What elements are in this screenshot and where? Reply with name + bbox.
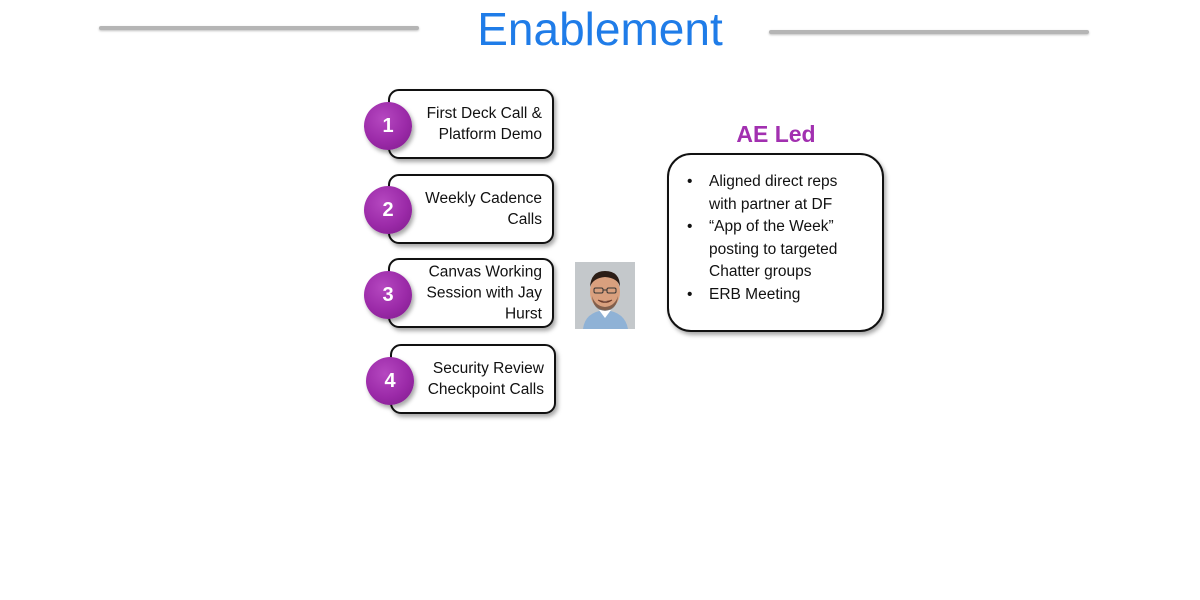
ae-led-item-text-1: Aligned direct reps with partner at DF [709,173,838,213]
page-title: Enablement [477,3,723,55]
ae-led-item-3: • ERB Meeting [683,284,873,307]
step-label-4: Security Review Checkpoint Calls [427,360,544,398]
step-label-2: Weekly Cadence Calls [425,190,542,228]
person-photo [575,262,635,329]
step-box-4: Security Review Checkpoint Calls [390,344,556,414]
ae-led-heading: AE Led [736,121,816,147]
bullet-icon: • [687,218,693,235]
title-rule-left [99,26,419,30]
title-rule-right [769,30,1089,34]
ae-led-item-2: • “App of the Week” posting to targeted C… [683,216,873,284]
ae-led-item-text-3: ERB Meeting [709,285,801,303]
step-box-1: First Deck Call & Platform Demo [388,89,554,159]
step-number-4: 4 [366,357,414,405]
step-number-2: 2 [364,186,412,234]
bullet-icon: • [687,285,693,303]
person-icon [575,262,635,329]
step-box-3: Canvas Working Session with Jay Hurst [388,258,554,328]
step-label-3: Canvas Working Session with Jay Hurst [426,263,542,323]
ae-led-item-1: • Aligned direct reps with partner at DF [683,171,873,216]
ae-led-list: •Aligned direct reps with partner at DF … [683,171,873,306]
step-number-1: 1 [364,102,412,150]
ae-led-panel: •Aligned direct reps with partner at DF … [667,153,884,332]
step-number-3: 3 [364,271,412,319]
ae-led-item-text-2: “App of the Week” posting to targeted Ch… [709,218,838,280]
step-box-2: Weekly Cadence Calls [388,174,554,244]
step-label-1: First Deck Call & Platform Demo [426,105,542,143]
bullet-icon: • [687,173,693,190]
